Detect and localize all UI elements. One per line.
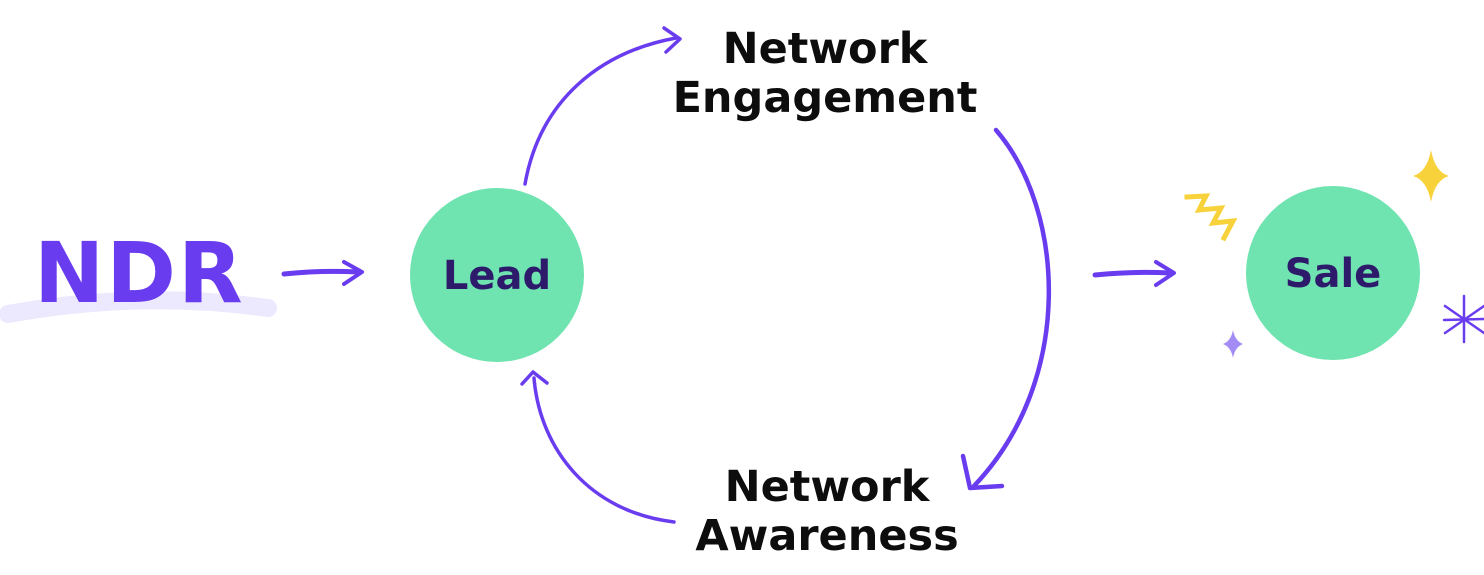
sale-label: Sale — [1285, 251, 1382, 297]
zigzag-sparkle-icon — [1184, 193, 1238, 242]
arrow-awareness-to-lead — [520, 370, 676, 524]
engagement-line-1: Network — [723, 24, 929, 74]
celebration-sparkles — [1184, 150, 1484, 358]
arrow-to-sale — [1092, 260, 1176, 287]
engagement-line-2: Engagement — [673, 73, 978, 123]
awareness-line-1: Network — [725, 462, 931, 512]
ndr-logo: NDR — [0, 224, 277, 323]
lead-circle — [410, 188, 584, 362]
four-point-star-icon — [1413, 150, 1449, 202]
ndr-underline — [0, 291, 277, 323]
ndr-logo-text: NDR — [34, 224, 245, 322]
arrow-engagement-to-awareness — [960, 127, 1052, 491]
lead-label: Lead — [443, 253, 551, 299]
network-awareness-label: Network Awareness — [695, 462, 958, 561]
arrow-lead-to-engagement — [523, 26, 682, 186]
network-engagement-label: Network Engagement — [673, 24, 978, 123]
arrow-ndr-to-lead — [281, 260, 364, 286]
sale-node: Sale — [1246, 186, 1420, 360]
asterisk-sparkle-icon — [1442, 294, 1484, 344]
lead-node: Lead — [410, 188, 584, 362]
awareness-line-2: Awareness — [695, 511, 958, 561]
sale-circle — [1246, 186, 1420, 360]
small-star-icon — [1223, 330, 1243, 358]
